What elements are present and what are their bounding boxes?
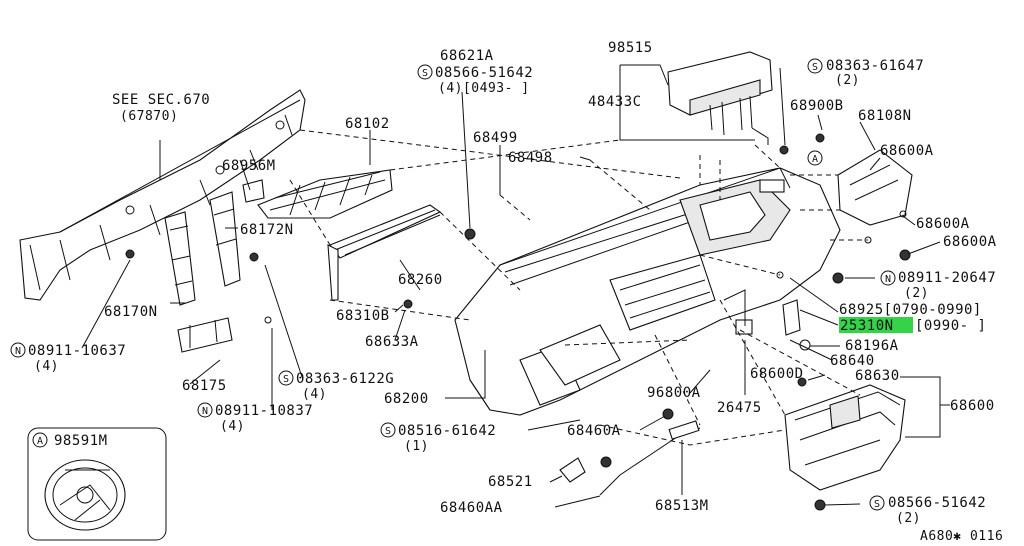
label-qty-1: (1) — [404, 439, 429, 454]
part-labels: SEE SEC.670 (67870) 68102 68956M 68172N … — [28, 40, 1003, 544]
label-25310n-range: [0990- ] — [915, 318, 986, 334]
label-68172n[interactable]: 68172N — [240, 222, 294, 238]
callout-s-icon: S — [385, 426, 391, 437]
label-68513m[interactable]: 68513M — [655, 498, 709, 514]
diagram-code: A680✱ 0116 — [920, 529, 1003, 544]
label-qty-2a: (2) — [835, 73, 860, 88]
label-qty-4a: (4) — [34, 359, 59, 374]
label-68600a-1[interactable]: 68600A — [880, 143, 934, 159]
label-68196a[interactable]: 68196A — [845, 338, 899, 354]
label-68600d[interactable]: 68600D — [750, 366, 804, 382]
callout-n-icon: N — [15, 346, 21, 357]
label-08911-10837[interactable]: 08911-10837 — [215, 403, 313, 419]
dashed-reference-lines — [289, 129, 868, 446]
label-68600a-3[interactable]: 68600A — [943, 234, 997, 250]
label-68630[interactable]: 68630 — [855, 368, 900, 384]
label-68521[interactable]: 68521 — [488, 474, 533, 490]
bracket-68170n-part — [164, 211, 196, 306]
label-08516-61642[interactable]: 08516-61642 — [398, 423, 496, 439]
duct-68102-part — [257, 169, 393, 219]
callout-s-icon: S — [422, 68, 428, 79]
callout-s-icon: S — [283, 374, 289, 385]
label-68170n[interactable]: 68170N — [104, 304, 158, 320]
label-08911-10637[interactable]: 08911-10637 — [28, 343, 126, 359]
label-68108n[interactable]: 68108N — [858, 108, 912, 124]
label-qty-0493: (4)[0493- ] — [438, 81, 530, 96]
bolts — [125, 249, 272, 324]
label-see-sec[interactable]: SEE SEC.670 — [112, 92, 210, 108]
label-98591m[interactable]: 98591M — [54, 433, 108, 449]
callout-n-icon: N — [202, 406, 208, 417]
label-08363-6122g[interactable]: 08363-6122G — [296, 371, 394, 387]
label-68498[interactable]: 68498 — [508, 150, 553, 166]
callout-letters: S S N N S N S S A A — [15, 62, 891, 510]
callout-n-icon: N — [885, 274, 891, 285]
bracket-68956m-part — [242, 179, 265, 203]
label-68600[interactable]: 68600 — [950, 398, 995, 414]
glove-box-68630-part — [784, 384, 906, 491]
label-08566-51642-b[interactable]: 08566-51642 — [888, 495, 986, 511]
clip-68633a-part — [403, 299, 413, 309]
callout-symbols — [10, 58, 896, 511]
bracket-68175-part — [177, 317, 233, 353]
label-qty-2c: (2) — [896, 511, 921, 526]
clips-right — [776, 133, 911, 511]
label-68460a[interactable]: 68460A — [567, 423, 621, 439]
label-68600a-2[interactable]: 68600A — [916, 216, 970, 232]
callout-s-icon: S — [812, 62, 818, 73]
label-qty-2b: (2) — [904, 286, 929, 301]
label-68900b[interactable]: 68900B — [790, 98, 844, 114]
label-08911-20647[interactable]: 08911-20647 — [898, 270, 996, 286]
switch-68521-part — [559, 457, 586, 483]
label-68460aa[interactable]: 68460AA — [440, 500, 503, 516]
bracket-68172n-part — [209, 191, 241, 287]
label-68499[interactable]: 68499 — [473, 130, 518, 146]
callout-a-icon: A — [37, 436, 43, 447]
label-68310b[interactable]: 68310B — [336, 308, 390, 324]
label-08363-61647[interactable]: 08363-61647 — [826, 58, 924, 74]
inset-box — [27, 427, 167, 541]
label-98515[interactable]: 98515 — [608, 40, 653, 56]
label-25310n[interactable]: 25310N — [840, 318, 894, 334]
bracket-68640-part — [782, 299, 801, 336]
label-68640[interactable]: 68640 — [830, 353, 875, 369]
airbag-98515-part — [667, 51, 773, 145]
label-68633a[interactable]: 68633A — [365, 334, 419, 350]
label-qty-4c: (4) — [220, 419, 245, 434]
label-68200[interactable]: 68200 — [384, 391, 429, 407]
label-48433c[interactable]: 48433C — [588, 94, 642, 110]
label-68956m[interactable]: 68956M — [222, 158, 276, 174]
label-68175[interactable]: 68175 — [182, 378, 227, 394]
label-96800a[interactable]: 96800A — [647, 385, 701, 401]
callout-s-icon: S — [874, 499, 880, 510]
callout-a-icon: A — [812, 154, 818, 165]
clip-68621a-part — [464, 228, 476, 240]
label-08566-51642-a[interactable]: 08566-51642 — [435, 65, 533, 81]
label-26475[interactable]: 26475 — [717, 400, 762, 416]
side-cover-68108n-part — [837, 149, 913, 226]
highlight-25310n — [839, 317, 913, 333]
label-qty-4b: (4) — [302, 387, 327, 402]
harness-68513m-part — [599, 408, 701, 496]
label-68102[interactable]: 68102 — [345, 116, 390, 132]
label-68260[interactable]: 68260 — [398, 272, 443, 288]
label-68621a[interactable]: 68621A — [440, 48, 494, 64]
label-see-sec-sub: (67870) — [120, 109, 178, 124]
label-68925[interactable]: 68925[0790-0990] — [839, 302, 982, 318]
leader-lines — [81, 64, 950, 508]
instrument-panel-68200-part — [454, 167, 841, 416]
